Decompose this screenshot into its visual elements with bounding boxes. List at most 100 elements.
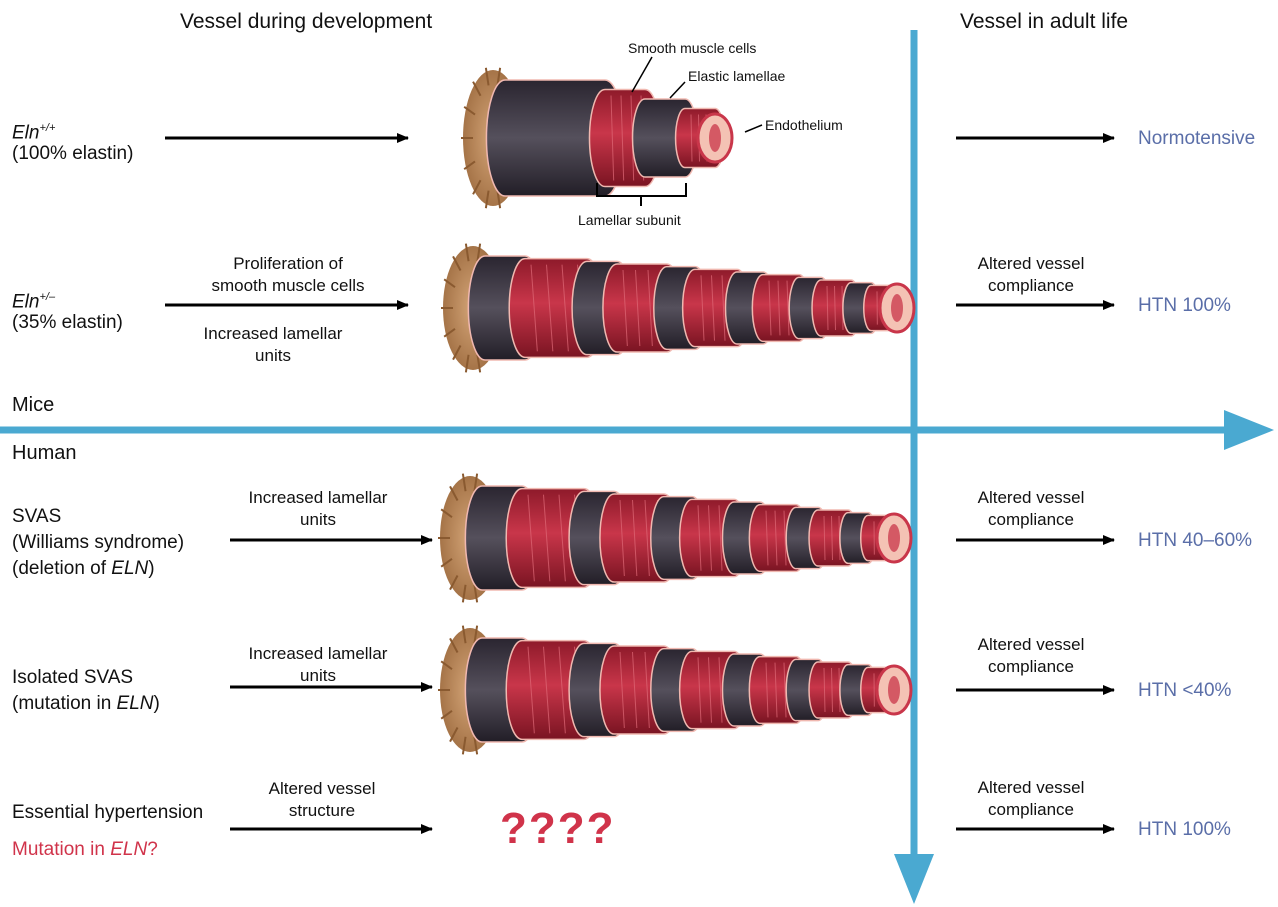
vessel-iso-muscle-fiber — [527, 646, 535, 734]
section-label-mice: Mice — [12, 394, 55, 416]
genotype-het: Eln+/– — [12, 291, 56, 313]
vessel-svas-muscle-fiber — [831, 515, 833, 561]
vessel-iso-adventitia-fiber — [461, 736, 467, 755]
vessel-svas-muscle-fiber — [697, 505, 702, 571]
time-axis-arrowhead — [1224, 410, 1274, 450]
vessel-iso-muscle-fiber — [632, 651, 638, 729]
outcome-het: HTN 100% — [1138, 295, 1231, 316]
vessel-svas-muscle-fiber — [718, 505, 723, 571]
vessel-iso-muscle-fiber — [765, 662, 769, 718]
vessel-svas-muscle-fiber — [774, 510, 778, 566]
vessel-illustration-increased-lamellae — [441, 243, 916, 373]
vessel-iso-lumen — [888, 676, 900, 704]
vessel-het-muscle-fiber — [768, 280, 772, 336]
vessel-svas-muscle-fiber — [619, 499, 625, 577]
vessel-het-muscle-fiber — [635, 269, 641, 347]
genotype-wt: Eln+/+ — [12, 122, 56, 144]
condition-svas-cause: (deletion of ELN) — [12, 558, 155, 579]
vessel-svas-lumen — [888, 524, 900, 552]
condition-essential-hypertension: Essential hypertension — [12, 802, 204, 823]
vessel-svas-muscle-fiber — [527, 494, 535, 582]
outcome-essential: HTN 100% — [1138, 819, 1231, 840]
vessel-het-muscle-fiber — [647, 269, 653, 347]
vessel-het-adventitia-fiber — [476, 354, 482, 373]
vessel-svas-muscle-fiber — [558, 494, 566, 582]
section-label-human: Human — [12, 442, 77, 464]
condition-svas: SVAS — [12, 506, 62, 527]
question-eln-mutation: Mutation in ELN? — [12, 839, 158, 860]
vessel-wt-adventitia-fiber — [472, 179, 482, 195]
vessel-iso-muscle-fiber — [644, 651, 650, 729]
vessel-svas-adventitia-fiber — [449, 575, 459, 591]
vessel-het-adventitia-fiber — [476, 243, 482, 262]
vessel-het-muscle-fiber — [721, 275, 726, 341]
leader-endothelium — [744, 124, 763, 133]
vessel-iso-adventitia-fiber — [461, 625, 467, 644]
vessel-iso-adventitia-fiber — [449, 727, 459, 743]
vessel-svas-adventitia-fiber — [440, 558, 453, 568]
vessel-svas-adventitia-fiber — [473, 473, 479, 492]
vessel-het-muscle-fiber — [530, 264, 538, 352]
vessel-svas-muscle-fiber — [823, 515, 826, 561]
condition-isolated-svas: Isolated SVAS — [12, 667, 134, 688]
vessel-iso-muscle-fiber — [823, 667, 826, 713]
vessel-iso-adventitia-fiber — [473, 736, 479, 755]
vessel-het-muscle-fiber — [826, 285, 829, 331]
vessel-svas-muscle-fiber — [708, 505, 712, 571]
vessel-het-muscle-fiber — [834, 285, 836, 331]
vessel-svas-adventitia-fiber — [461, 473, 467, 492]
vessel-het-muscle-fiber — [700, 275, 705, 341]
vessel-het-adventitia-fiber — [443, 328, 456, 338]
vessel-het-muscle-fiber — [786, 280, 790, 336]
vessel-svas-adventitia-fiber — [440, 508, 453, 518]
outcome-svas: HTN 40–60% — [1138, 530, 1253, 551]
vessel-iso-muscle-fiber — [831, 667, 833, 713]
vessel-svas-muscle-fiber — [644, 499, 650, 577]
vessel-wt-adventitia-fiber — [484, 67, 490, 86]
vessel-het-adventitia-fiber — [443, 278, 456, 288]
lamellar-subunit-bracket — [596, 183, 687, 206]
vessel-iso-muscle-fiber — [697, 657, 702, 723]
vessel-wt-adventitia-fiber — [484, 190, 490, 209]
vessel-iso-muscle-fiber — [619, 651, 625, 729]
vessel-illustration-svas — [438, 473, 913, 603]
vessel-het-muscle-fiber — [622, 269, 628, 347]
label-smooth-muscle-cells: Smooth muscle cells — [628, 40, 757, 56]
vessel-svas-muscle-fiber — [765, 510, 769, 566]
vessel-wt-adventitia-fiber — [463, 160, 476, 171]
elastin-level-het: (35% elastin) — [12, 312, 123, 333]
vessel-het-muscle-fiber — [777, 280, 781, 336]
unknown-vessel-marker: ???? — [500, 804, 616, 853]
vessel-svas-muscle-fiber — [783, 510, 787, 566]
vessel-illustration-normal — [461, 67, 734, 209]
vessel-iso-muscle-fiber — [543, 646, 551, 734]
vessel-het-adventitia-fiber — [452, 255, 462, 271]
vessel-wt-muscle-fiber — [620, 95, 625, 181]
outcome-wt: Normotensive — [1138, 128, 1256, 149]
vessel-wt-adventitia-fiber — [496, 67, 502, 86]
species-divider-arrowhead — [894, 854, 934, 904]
vessel-iso-adventitia-fiber — [449, 637, 459, 653]
vessel-het-muscle-fiber — [561, 264, 569, 352]
leader-elastic-lamellae — [669, 81, 686, 99]
vessel-illustration-isolated-svas — [438, 625, 913, 755]
header-development: Vessel during development — [180, 10, 433, 33]
condition-isolated-svas-cause: (mutation in ELN) — [12, 693, 160, 714]
vessel-het-lumen — [891, 294, 903, 322]
vessel-iso-adventitia-fiber — [440, 660, 453, 670]
vessel-iso-muscle-fiber — [718, 657, 723, 723]
label-elastic-lamellae: Elastic lamellae — [688, 68, 786, 84]
vessel-svas-muscle-fiber — [543, 494, 551, 582]
vessel-wt-adventitia-fiber — [463, 105, 476, 116]
vessel-iso-muscle-fiber — [783, 662, 787, 718]
